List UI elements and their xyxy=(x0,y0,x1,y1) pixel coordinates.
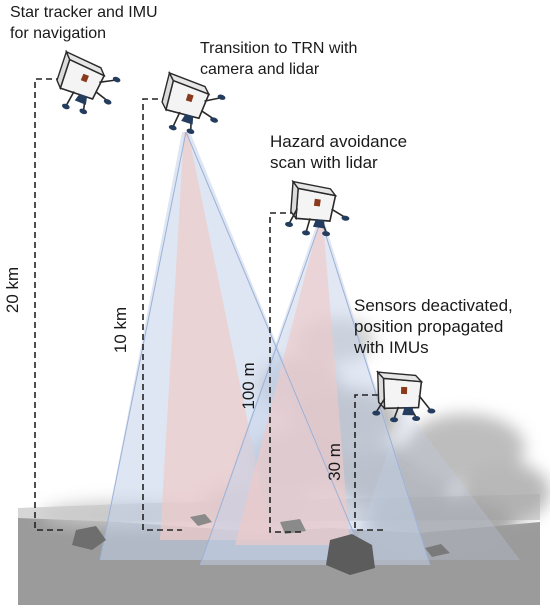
lander-icon xyxy=(285,179,350,237)
altitude-label-100m: 100 m xyxy=(239,362,258,409)
beam-edge xyxy=(199,219,322,566)
altitude-bracket-10km xyxy=(142,98,182,531)
phase-caption-trn: Transition to TRN with camera and lidar xyxy=(200,40,358,78)
phase-caption-star-tracker: Star tracker and IMU for navigation xyxy=(10,4,158,42)
altitude-label-10km: 10 km xyxy=(111,307,130,353)
altitude-label-20km: 20 km xyxy=(3,267,22,313)
sensor-beams xyxy=(99,131,520,566)
phase-caption-sensors-deactivated: Sensors deactivated, position propagated… xyxy=(354,296,513,357)
altitude-markers xyxy=(34,78,384,533)
rock-icon xyxy=(72,514,450,575)
beam-lidar-100m xyxy=(235,222,350,545)
altitude-bracket-30m xyxy=(354,394,384,531)
beam-edge xyxy=(185,131,366,561)
lander-icon xyxy=(372,370,436,423)
altitude-label-30m: 30 m xyxy=(325,443,344,481)
lander-icon xyxy=(161,70,226,134)
lander-icon xyxy=(56,49,121,115)
phase-caption-hazard-avoidance: Hazard avoidance scan with lidar xyxy=(270,132,408,172)
beam-edge xyxy=(320,219,431,566)
beam-faded-30m xyxy=(350,412,520,560)
altitude-bracket-20km xyxy=(34,78,66,531)
altitude-bracket-100m xyxy=(269,212,302,533)
